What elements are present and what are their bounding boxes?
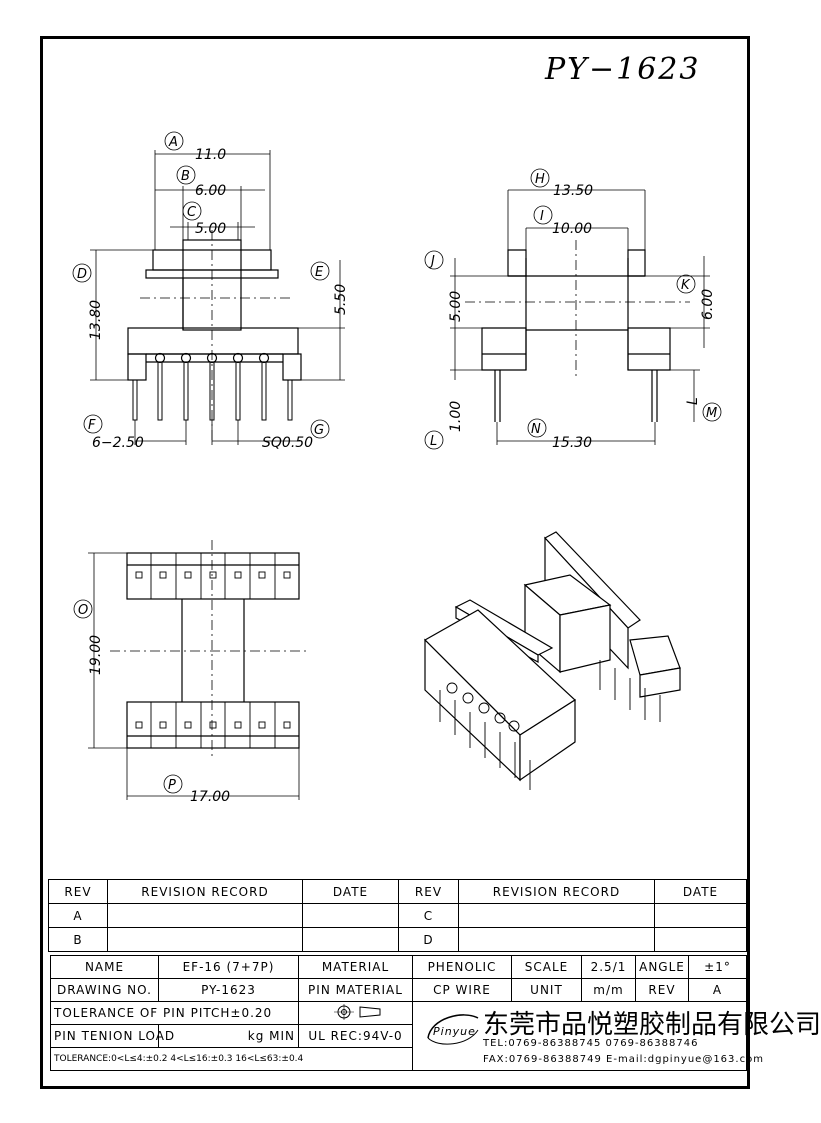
dim-B: 6.00: [195, 183, 226, 199]
label-P: P: [168, 778, 176, 793]
dim-G: SQ0.50: [262, 435, 313, 451]
record-cell: [107, 903, 303, 928]
dim-H: 13.50: [553, 183, 593, 199]
dim-L: 1.00: [448, 401, 464, 432]
technical-drawing: A B C D E F G 11.0 6.00 5.00 13.80 5.50 …: [72, 131, 722, 805]
revision-header-row: REV REVISION RECORD DATE REV REVISION RE…: [48, 879, 747, 904]
drawing-no-value: PY-1623: [158, 978, 299, 1002]
dim-F: 6−2.50: [92, 435, 144, 451]
company-block: Pinyue 东莞市品悦塑胶制品有限公司 TEL:0769-86388745 0…: [412, 1001, 821, 1071]
label-B: B: [181, 169, 190, 184]
label-M: M: [706, 406, 717, 421]
company-tel: TEL:0769-86388745 0769-86388746: [483, 1038, 699, 1049]
title-block: NAME EF-16 (7+7P) MATERIAL PHENOLIC SCAL…: [50, 955, 821, 1071]
projection-symbol-icon: [333, 1003, 380, 1020]
revision-table: REV REVISION RECORD DATE REV REVISION RE…: [48, 879, 747, 952]
dim-P: 17.00: [190, 789, 230, 805]
header-rev: REV: [48, 879, 108, 904]
pin-material-label: PIN MATERIAL: [298, 978, 413, 1002]
dim-C: 5.00: [195, 221, 226, 237]
label-F: F: [88, 418, 96, 433]
dim-I: 10.00: [552, 221, 592, 237]
label-G: G: [314, 423, 324, 438]
front-view: A B C D E F G 11.0 6.00 5.00 13.80 5.50 …: [72, 131, 349, 451]
company-name: 东莞市品悦塑胶制品有限公司: [483, 1010, 821, 1040]
drawing-no-label: DRAWING NO.: [50, 978, 159, 1002]
isometric-view: [424, 531, 681, 790]
pin-tension-value: kg MIN: [158, 1024, 299, 1048]
drawing-title: PY−1623: [545, 52, 701, 87]
material-value: PHENOLIC: [412, 955, 512, 979]
label-E: E: [315, 265, 324, 280]
dim-O: 19.00: [88, 635, 104, 675]
label-C: C: [187, 205, 197, 220]
company-logo: Pinyue: [427, 1014, 479, 1045]
side-view: H I J K L M N 13.50 10.00 5.00 6.00 1.00…: [424, 168, 722, 451]
ul-rec: UL REC:94V-0: [298, 1024, 413, 1048]
label-A: A: [168, 135, 178, 150]
date-cell: [302, 903, 399, 928]
date-cell: [654, 927, 747, 952]
dim-M: L: [685, 397, 701, 405]
dim-N: 15.30: [552, 435, 592, 451]
label-N: N: [531, 422, 541, 437]
scale-label: SCALE: [511, 955, 582, 979]
label-D: D: [77, 267, 87, 282]
rev-value: A: [688, 978, 747, 1002]
record-cell: [458, 903, 655, 928]
label-K: K: [681, 278, 691, 293]
tolerance-pin-pitch: TOLERANCE OF PIN PITCH±0.20: [50, 1001, 299, 1025]
material-label: MATERIAL: [298, 955, 413, 979]
rev-label: REV: [635, 978, 689, 1002]
scale-value: 2.5/1: [581, 955, 636, 979]
rev-cell: C: [398, 903, 459, 928]
name-value: EF-16 (7+7P): [158, 955, 299, 979]
table-row: A C: [48, 903, 747, 928]
drawing-frame: [40, 36, 750, 1089]
label-I: I: [540, 209, 544, 224]
bottom-view: O P 19.00 17.00: [73, 540, 310, 805]
header-date: DATE: [654, 879, 747, 904]
dim-K: 6.00: [700, 289, 716, 320]
unit-value: m/m: [581, 978, 636, 1002]
table-row: B D: [48, 927, 747, 952]
header-date: DATE: [302, 879, 399, 904]
rev-cell: D: [398, 927, 459, 952]
angle-value: ±1°: [688, 955, 747, 979]
record-cell: [107, 927, 303, 952]
dim-E: 5.50: [333, 284, 349, 315]
dim-J: 5.00: [448, 291, 464, 322]
record-cell: [458, 927, 655, 952]
label-L: L: [430, 434, 437, 449]
dim-A: 11.0: [195, 147, 226, 163]
header-revision-record: REVISION RECORD: [458, 879, 655, 904]
tolerance-line: TOLERANCE:0<L≤4:±0.2 4<L≤16:±0.3 16<L≤63…: [50, 1047, 413, 1071]
date-cell: [654, 903, 747, 928]
unit-label: UNIT: [511, 978, 582, 1002]
name-label: NAME: [50, 955, 159, 979]
projection-symbol: [298, 1001, 413, 1025]
label-O: O: [78, 603, 88, 618]
header-rev: REV: [398, 879, 459, 904]
date-cell: [302, 927, 399, 952]
label-H: H: [535, 172, 545, 187]
dim-D: 13.80: [88, 300, 104, 340]
label-J: J: [428, 254, 435, 269]
angle-label: ANGLE: [635, 955, 689, 979]
header-revision-record: REVISION RECORD: [107, 879, 303, 904]
rev-cell: A: [48, 903, 108, 928]
rev-cell: B: [48, 927, 108, 952]
company-fax-email: FAX:0769-86388749 E-mail:dgpinyue@163.co…: [483, 1054, 764, 1065]
pin-tension-label: PIN TENION LOAD: [50, 1024, 174, 1048]
logo-text: Pinyue: [433, 1025, 476, 1038]
pin-material-value: CP WIRE: [412, 978, 512, 1002]
